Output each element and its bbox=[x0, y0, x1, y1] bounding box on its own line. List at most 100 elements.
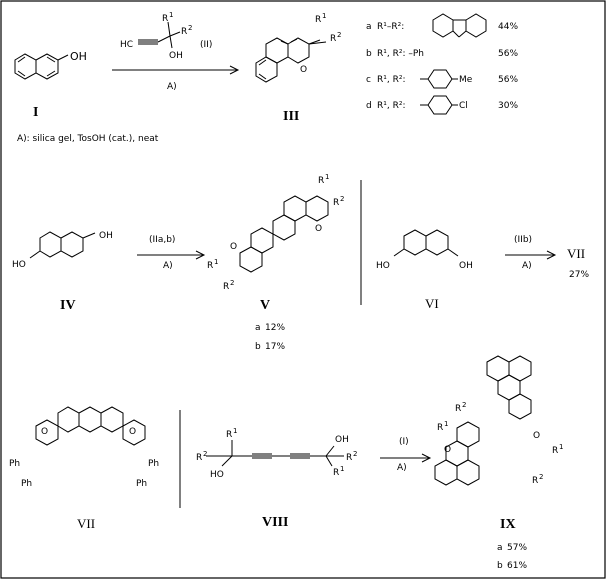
tolyl-icon bbox=[420, 69, 458, 89]
variant-b-key: b bbox=[366, 49, 372, 59]
svg-text:Ph: Ph bbox=[21, 479, 32, 489]
compound-VI-structure: HO OH bbox=[376, 229, 473, 271]
compound-III-label: III bbox=[283, 109, 299, 124]
svg-text:1: 1 bbox=[322, 12, 326, 20]
variant-c-text: R¹, R²: bbox=[377, 75, 405, 85]
svg-text:HC: HC bbox=[120, 40, 133, 50]
svg-text:Ph: Ph bbox=[136, 479, 147, 489]
svg-text:O: O bbox=[315, 224, 322, 234]
compound-I-structure: OH bbox=[14, 50, 87, 80]
svg-text:R: R bbox=[318, 176, 324, 186]
svg-text:1: 1 bbox=[233, 427, 237, 435]
yield-a-value: 12% bbox=[265, 323, 285, 333]
compound-IX-label: IX bbox=[500, 517, 516, 532]
svg-text:O: O bbox=[444, 445, 451, 455]
variant-c-substituent: Me bbox=[459, 75, 473, 85]
compound-VIII-label: VIII bbox=[262, 515, 288, 530]
variant-list: a R¹–R²: 44% b R¹, R²: –Ph 56% c R¹, R²:… bbox=[366, 13, 518, 115]
svg-text:HO: HO bbox=[12, 260, 26, 270]
compound-IV-label: IV bbox=[60, 298, 76, 313]
arrow-1-condition: A) bbox=[167, 82, 177, 92]
svg-text:R: R bbox=[437, 423, 443, 433]
variant-a-key: a bbox=[366, 22, 372, 32]
arrow-3-condition: A) bbox=[522, 261, 532, 271]
variant-d-text: R¹, R²: bbox=[377, 101, 405, 111]
svg-text:O: O bbox=[300, 65, 307, 75]
yield-IX-a-key: a bbox=[497, 543, 503, 553]
svg-text:HO: HO bbox=[210, 470, 224, 480]
svg-text:1: 1 bbox=[559, 443, 563, 451]
svg-text:2: 2 bbox=[337, 31, 341, 39]
svg-text:R: R bbox=[315, 15, 321, 25]
product-VII-label: VII bbox=[567, 246, 585, 261]
arrow-5-reagent: (I) bbox=[399, 437, 409, 447]
svg-text:1: 1 bbox=[325, 173, 329, 181]
hydroxyl-label: OH bbox=[70, 50, 87, 63]
svg-text:1: 1 bbox=[169, 11, 173, 19]
svg-text:O: O bbox=[129, 427, 136, 437]
svg-text:HO: HO bbox=[376, 261, 390, 271]
svg-text:2: 2 bbox=[353, 450, 357, 458]
arrow-5-condition: A) bbox=[397, 463, 407, 473]
variant-d-substituent: Cl bbox=[459, 101, 468, 111]
svg-text:R: R bbox=[333, 198, 339, 208]
variant-c-key: c bbox=[366, 75, 371, 85]
svg-text:R: R bbox=[532, 476, 538, 486]
svg-text:R: R bbox=[330, 34, 336, 44]
svg-text:O: O bbox=[41, 427, 48, 437]
svg-text:R: R bbox=[226, 430, 232, 440]
svg-text:1: 1 bbox=[340, 465, 344, 473]
svg-text:OH: OH bbox=[99, 231, 113, 241]
svg-text:1: 1 bbox=[444, 420, 448, 428]
svg-text:2: 2 bbox=[462, 401, 466, 409]
svg-text:R: R bbox=[181, 27, 187, 37]
yield-b-key: b bbox=[255, 342, 261, 352]
compound-I-label: I bbox=[33, 105, 38, 120]
svg-text:OH: OH bbox=[459, 261, 473, 271]
svg-text:OH: OH bbox=[169, 51, 183, 61]
svg-text:Ph: Ph bbox=[148, 459, 159, 469]
svg-text:Ph: Ph bbox=[9, 459, 20, 469]
compound-VII-label: VII bbox=[77, 516, 95, 531]
svg-text:2: 2 bbox=[203, 450, 207, 458]
svg-text:O: O bbox=[533, 431, 540, 441]
yield-IX-a-value: 57% bbox=[507, 543, 527, 553]
svg-text:R: R bbox=[196, 453, 202, 463]
reagent-II-label: (II) bbox=[200, 40, 212, 50]
svg-text:2: 2 bbox=[340, 195, 344, 203]
conditions-footnote: A): silica gel, TosOH (cat.), neat bbox=[17, 134, 159, 144]
svg-text:R: R bbox=[162, 14, 168, 24]
compound-VII-structure: O O Ph Ph Ph Ph bbox=[9, 406, 159, 489]
variant-a-yield: 44% bbox=[498, 22, 518, 32]
variant-b-yield: 56% bbox=[498, 49, 518, 59]
svg-text:R: R bbox=[223, 282, 229, 292]
compound-IV-structure: OH HO bbox=[12, 231, 113, 270]
svg-text:2: 2 bbox=[230, 279, 234, 287]
yield-IX-b-value: 61% bbox=[507, 561, 527, 571]
svg-text:R: R bbox=[552, 446, 558, 456]
svg-text:OH: OH bbox=[335, 435, 349, 445]
arrow-2-condition: A) bbox=[163, 261, 173, 271]
svg-text:2: 2 bbox=[188, 24, 192, 32]
yield-a-key: a bbox=[255, 323, 261, 333]
variant-b-text: R¹, R²: –Ph bbox=[377, 49, 424, 59]
variant-d-yield: 30% bbox=[498, 101, 518, 111]
fluorenyl-icon bbox=[432, 13, 487, 38]
svg-text:O: O bbox=[230, 242, 237, 252]
product-VII-yield: 27% bbox=[569, 270, 589, 280]
variant-c-yield: 56% bbox=[498, 75, 518, 85]
variant-a-text: R¹–R²: bbox=[377, 22, 404, 32]
svg-text:2: 2 bbox=[539, 473, 543, 481]
yield-b-value: 17% bbox=[265, 342, 285, 352]
variant-d-key: d bbox=[366, 101, 372, 111]
compound-V-label: V bbox=[260, 298, 270, 313]
yield-IX-b-key: b bbox=[497, 561, 503, 571]
svg-text:R: R bbox=[455, 404, 461, 414]
